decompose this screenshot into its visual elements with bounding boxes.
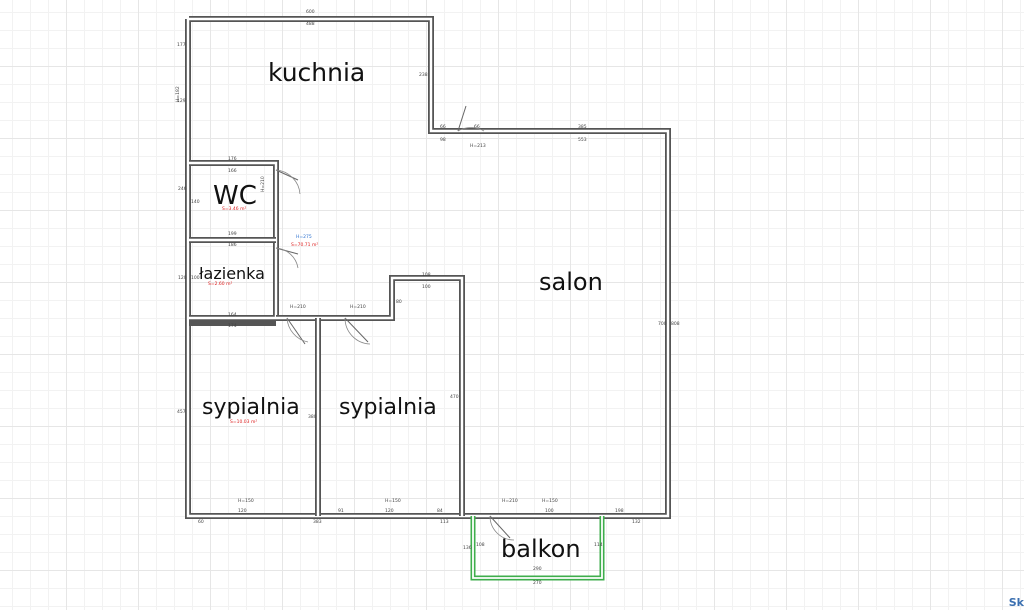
room-label-kuchnia: kuchnia <box>268 58 366 87</box>
windows <box>187 68 580 517</box>
area-lazienka: S=2.60 m² <box>208 281 232 287</box>
door-lazienka <box>275 247 299 269</box>
dim-bath-164: 164 <box>228 312 237 318</box>
dim-balk-114: 114 <box>594 542 603 548</box>
dim-top-inner: 488 <box>306 21 315 27</box>
dim-kitchen-right: 238 <box>419 72 428 78</box>
room-label-lazienka: łazienka <box>199 264 265 283</box>
dim-salon-808: 808 <box>671 321 680 327</box>
room-label-wc: WC <box>213 181 257 211</box>
dim-salon-132: 132 <box>632 519 641 525</box>
door-wc <box>275 169 301 195</box>
dim-h150-a: H=150 <box>238 498 254 504</box>
dim-balk-h150: H=150 <box>542 498 558 504</box>
dim-bath-174: 174 <box>228 323 237 329</box>
dim-bot-383: 383 <box>313 519 322 525</box>
dim-bed-380: 380 <box>308 414 317 420</box>
dim-wc-176: 176 <box>228 156 237 162</box>
area-wc: S=3.46 m² <box>222 206 246 212</box>
dim-step-b: 66 <box>474 124 480 130</box>
dim-balk-108: 108 <box>476 542 485 548</box>
balcony-outline <box>470 516 605 581</box>
dim-salon-top-inner: 553 <box>578 137 587 143</box>
dim-left-129: 129 <box>177 98 186 104</box>
dim-left-h182: H=182 <box>175 86 181 102</box>
interior-walls <box>189 160 465 516</box>
door-balkon <box>489 515 515 541</box>
dim-salon-top-outer: 385 <box>578 124 587 130</box>
dim-h210-a: H=210 <box>290 304 306 310</box>
room-label-salon: salon <box>539 268 603 296</box>
dim-bath-199: 199 <box>228 231 237 237</box>
dim-step-c: 98 <box>440 137 446 143</box>
dim-h150-b: H=150 <box>385 498 401 504</box>
dim-bot-91: 91 <box>338 508 344 514</box>
dim-salon-700: 700 <box>658 321 667 327</box>
area-total: S=70.71 m² <box>291 242 318 248</box>
outer-walls <box>185 16 671 519</box>
hall-height: H=275 <box>296 234 312 240</box>
dim-balk-h210: H=210 <box>502 498 518 504</box>
dim-bot-113: 113 <box>440 519 449 525</box>
dim-corridor-100: 100 <box>422 284 431 290</box>
door-sypialnia-1 <box>286 317 309 345</box>
dim-wc-140: 140 <box>191 199 200 205</box>
door-kuchnia <box>457 105 485 132</box>
dim-door-kuchnia: H=213 <box>470 143 486 149</box>
dim-salon-198: 198 <box>615 508 624 514</box>
dim-bath-120: 120 <box>178 275 187 281</box>
dim-corridor-108: 108 <box>422 272 431 278</box>
dim-top-outer: 600 <box>306 9 315 15</box>
dim-bot-120-a: 120 <box>238 508 247 514</box>
dim-bath-186: 186 <box>228 242 237 248</box>
dimension-labels: 600 488 238 66 66 98 385 553 H=213 177 1… <box>175 9 680 586</box>
dim-bot-60: 60 <box>198 519 204 525</box>
dim-balk-100: 100 <box>545 508 554 514</box>
dim-wc-246: 246 <box>178 186 187 192</box>
dim-step-a: 66 <box>440 124 446 130</box>
dim-balk-136: 136 <box>463 545 472 551</box>
dim-corridor-80: 80 <box>396 299 402 305</box>
door-sypialnia-2 <box>344 317 371 345</box>
dim-wc-h210: H=210 <box>260 176 266 192</box>
area-sypialnia: S=10.03 m² <box>230 419 257 425</box>
room-label-sypialnia-2: sypialnia <box>339 395 437 420</box>
dim-left-177: 177 <box>177 42 186 48</box>
dim-corridor-470: 470 <box>450 394 459 400</box>
brand-logo-text[interactable]: Sk <box>1008 596 1024 609</box>
dim-bot-84: 84 <box>437 508 443 514</box>
dim-balk-290: 290 <box>533 566 542 572</box>
dim-balk-270: 270 <box>533 580 542 586</box>
dim-bot-120-b: 120 <box>385 508 394 514</box>
dim-wc-166: 166 <box>228 168 237 174</box>
room-label-sypialnia-1: sypialnia <box>202 395 300 420</box>
dim-bed-457: 457 <box>177 409 186 415</box>
room-label-balkon: balkon <box>501 535 581 563</box>
dim-bath-100: 100 <box>191 275 200 281</box>
dim-h210-b: H=210 <box>350 304 366 310</box>
